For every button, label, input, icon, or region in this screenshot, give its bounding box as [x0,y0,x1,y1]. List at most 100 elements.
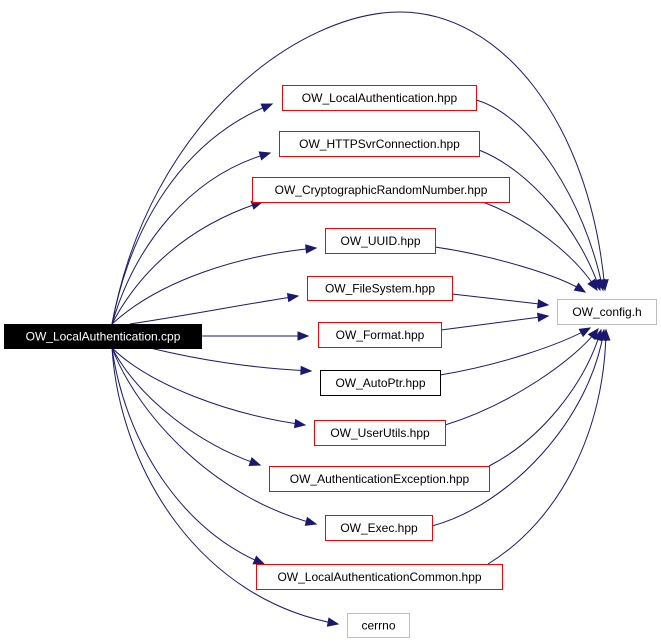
edge-arrowhead [300,365,313,376]
edge-arrowhead [578,327,592,338]
node-config-h[interactable]: OW_config.h [557,299,657,325]
edge-uuid_hpp-to-config_h [434,246,587,293]
edge-root-to-uuid_hpp [111,244,318,325]
edge-arrowhead [252,555,266,565]
node-https-hpp[interactable]: OW_HTTPSvrConnection.hpp [279,131,480,157]
node-box [256,564,503,590]
edge-line [434,246,586,293]
node-box [318,322,442,348]
node-exec-hpp[interactable]: OW_Exec.hpp [325,515,433,541]
edge-line [444,328,599,426]
edge-line [111,152,271,325]
node-box [252,177,510,203]
edges-layer [111,11,611,627]
node-box [557,299,657,325]
edge-line [111,347,317,525]
node-label: OW_FileSystem.hpp [325,282,435,296]
edge-line [488,329,602,467]
node-box [4,324,202,349]
node-localauth-hpp[interactable]: OW_LocalAuthentication.hpp [282,85,477,111]
edge-line [478,149,601,291]
node-label: OW_AuthenticationException.hpp [290,472,470,486]
edge-line [111,347,261,466]
edge-authexc_hpp-to-config_h [488,328,603,467]
edge-root-to-authexc_hpp [111,347,262,467]
edge-localauthcommon_hpp-to-config_h [487,328,611,565]
edge-root-to-localauthcommon_hpp [111,347,266,565]
edge-line [111,201,263,325]
node-format-hpp[interactable]: OW_Format.hpp [318,322,442,348]
edge-arrowhead [326,617,340,627]
node-label: OW_LocalAuthenticationCommon.hpp [277,570,481,584]
edge-line [111,347,339,625]
edge-arrowhead [293,418,307,429]
edge-root-to-cerrno [111,347,340,627]
edge-line [111,11,606,325]
node-uuid-hpp[interactable]: OW_UUID.hpp [325,228,436,254]
node-box [347,613,410,638]
node-authexc-hpp[interactable]: OW_AuthenticationException.hpp [269,466,490,492]
edge-line [149,347,312,372]
edge-root-to-autoptr_hpp [149,347,313,376]
edge-https_hpp-to-config_h [478,149,602,292]
edge-line [431,329,605,527]
node-box [282,85,477,111]
node-label: OW_AutoPtr.hpp [335,376,425,390]
node-box [279,131,480,157]
edge-root-to-format_hpp [201,331,310,341]
node-label: OW_LocalAuthentication.hpp [302,91,458,105]
node-box [269,466,490,492]
edge-arrowhead [258,151,272,161]
node-box [325,228,436,254]
edge-filesystem_hpp-to-config_h [451,293,550,309]
edge-userutils_hpp-to-config_h [444,327,599,426]
edge-root-to-exec_hpp [111,347,318,526]
edge-arrowhead [248,457,262,467]
edge-exec_hpp-to-config_h [431,328,607,527]
edge-arrowhead [304,516,318,526]
node-box [325,515,433,541]
edge-root-to-https_hpp [111,151,272,325]
edge-line [451,293,549,306]
edge-line [129,295,299,325]
edge-arrowhead [286,292,300,303]
edge-format_hpp-to-config_h [440,312,550,331]
edge-arrowhead [536,312,550,323]
edge-line [482,201,598,291]
node-cerrno[interactable]: cerrno [347,613,410,638]
edge-line [475,99,604,291]
edge-arrowhead [573,282,587,293]
node-label: OW_HTTPSvrConnection.hpp [299,137,460,151]
edge-line [111,103,273,325]
edge-line [111,347,265,565]
node-label: OW_UUID.hpp [340,234,420,248]
node-userutils-hpp[interactable]: OW_UserUtils.hpp [314,420,446,446]
edge-line [487,329,607,565]
node-root[interactable]: OW_LocalAuthentication.cpp [4,324,202,349]
edge-arrowhead [587,278,598,292]
node-label: cerrno [361,619,395,633]
edge-arrowhead [297,331,310,341]
node-localauthcommon-hpp[interactable]: OW_LocalAuthenticationCommon.hpp [256,564,503,590]
edge-autoptr_hpp-to-config_h [439,327,592,376]
edge-root-to-localauth_hpp [111,103,274,325]
node-crypto-hpp[interactable]: OW_CryptographicRandomNumber.hpp [252,177,510,203]
edge-crypto_hpp-to-config_h [482,201,598,292]
edge-line [111,347,306,426]
node-label: OW_Format.hpp [336,328,425,342]
node-box [307,276,453,301]
edge-root-to-userutils_hpp [111,347,307,429]
node-box [320,370,441,396]
edge-arrowhead [601,328,611,341]
edge-arrowhead [537,299,550,309]
edge-root-to-filesystem_hpp [129,292,300,325]
edge-line [111,247,317,325]
node-label: OW_LocalAuthentication.cpp [26,330,181,344]
edge-arrowhead [305,244,318,254]
nodes-layer: OW_LocalAuthentication.cppOW_LocalAuthen… [4,85,657,638]
node-label: OW_UserUtils.hpp [330,426,430,440]
node-box [314,420,446,446]
node-autoptr-hpp[interactable]: OW_AutoPtr.hpp [320,370,441,396]
node-filesystem-hpp[interactable]: OW_FileSystem.hpp [307,276,453,301]
